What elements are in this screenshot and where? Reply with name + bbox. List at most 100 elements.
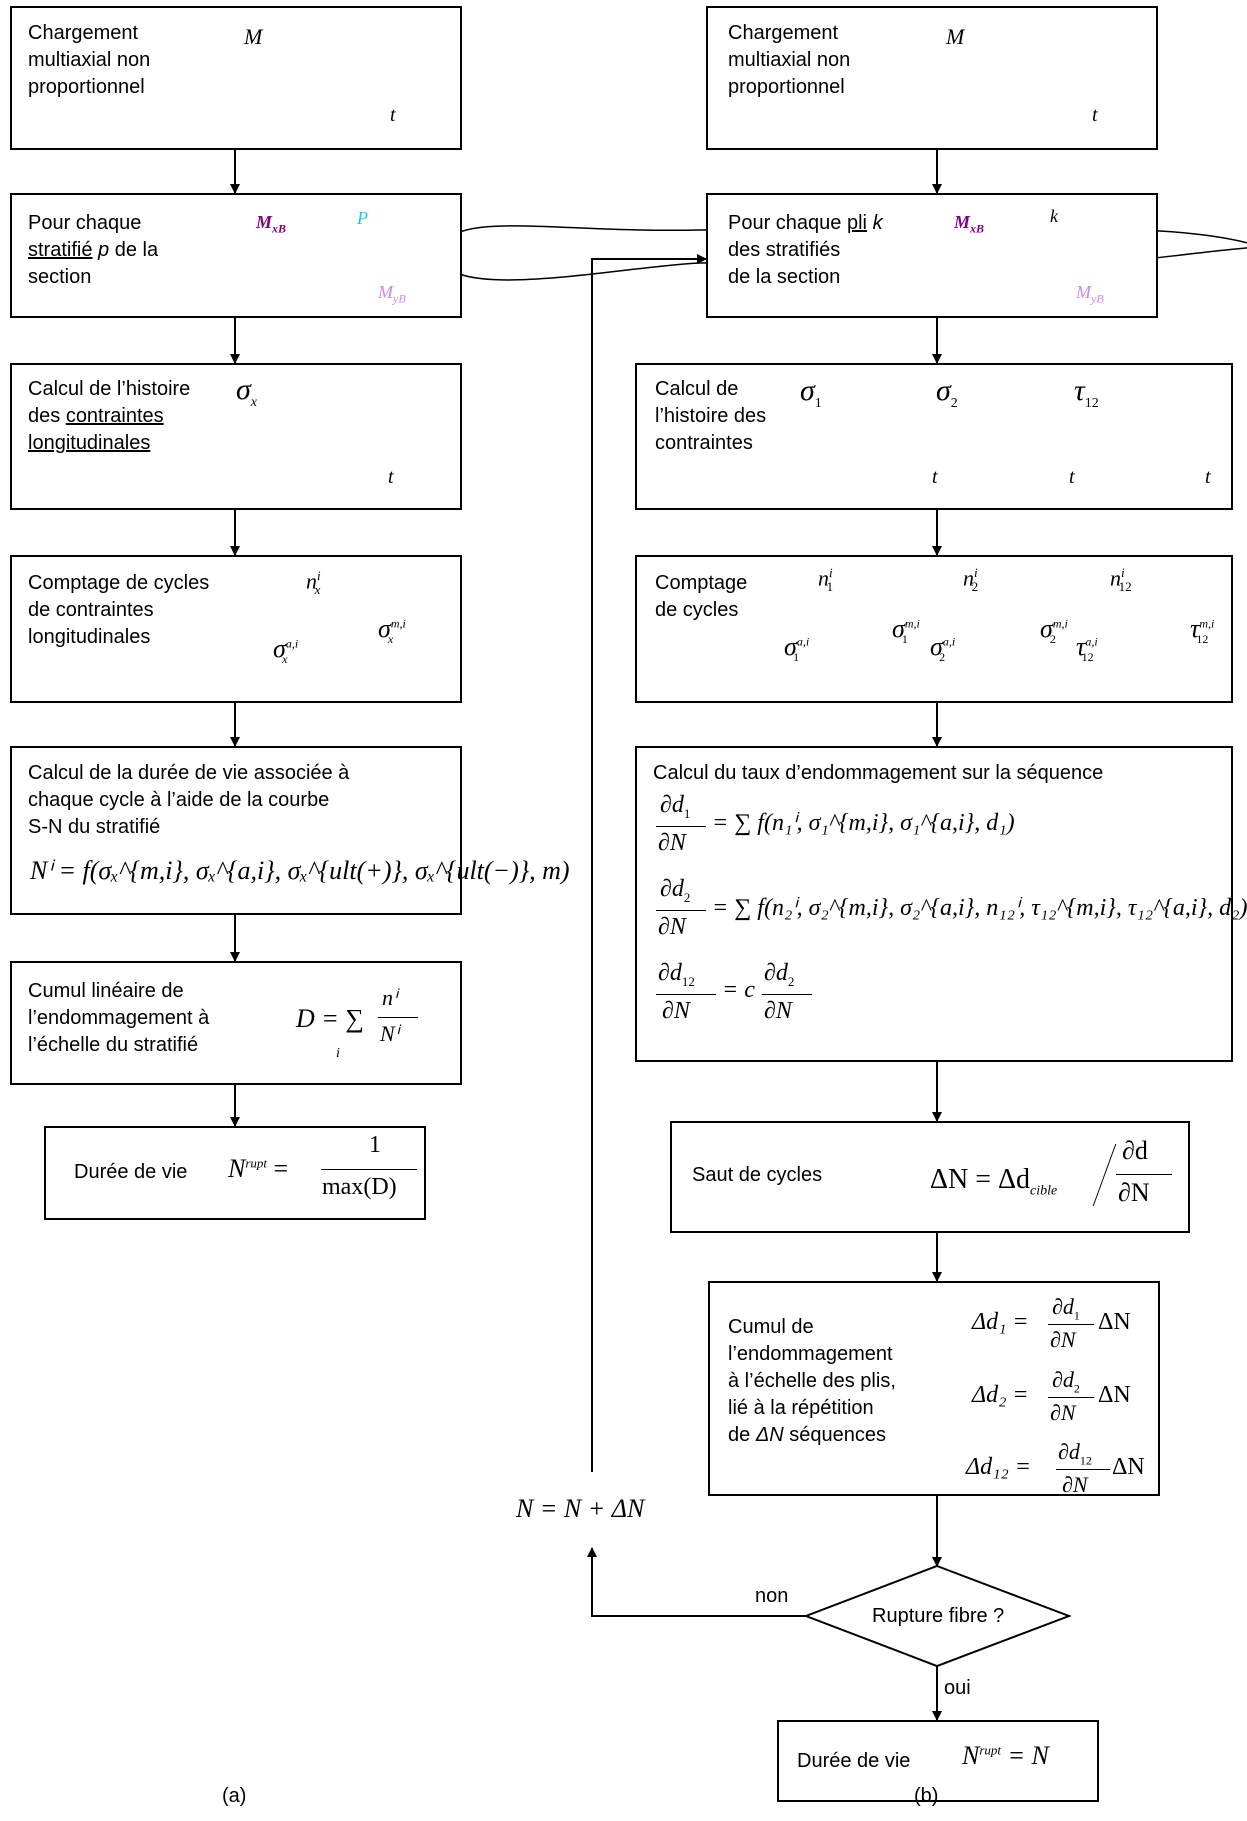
delta-d1-lhs: Δd₁ = xyxy=(972,1309,1029,1335)
loop-arrow-right xyxy=(591,254,707,1472)
left-n-label: nix xyxy=(306,568,321,597)
left-sigma-a-label: σa,ix xyxy=(273,634,299,667)
loop-update-label: N = N + ΔN xyxy=(516,1494,645,1523)
sigma1-a-label: σa,i1 xyxy=(784,632,810,665)
ply-damage-line2: l’endommagement xyxy=(728,1343,893,1365)
right-k-label: k xyxy=(1050,206,1058,226)
yes-label: oui xyxy=(944,1677,971,1699)
right-count-line2: de cycles xyxy=(655,599,739,621)
left-stress-line3: longitudinales xyxy=(28,432,151,454)
eq3-den: ∂N xyxy=(662,998,690,1024)
sigma2-axis: σ2 xyxy=(936,374,958,411)
delta-d2-bar xyxy=(1048,1397,1094,1398)
left-result-lhs: Nrupt = xyxy=(228,1154,289,1183)
right-load-box xyxy=(706,6,1158,150)
t-axis-1: t xyxy=(932,466,938,488)
left-sigma-x-axis: σx xyxy=(236,373,258,410)
right-stress-box xyxy=(635,363,1233,510)
ply-damage-box xyxy=(708,1281,1160,1496)
eq1-rhs: = ∑ f(n₁ⁱ, σ₁^{m,i}, σ₁^{a,i}, d₁) xyxy=(712,810,1015,836)
right-counting-box xyxy=(635,555,1233,703)
tau12-axis: τ12 xyxy=(1074,374,1099,411)
right-result-box xyxy=(777,1720,1099,1802)
left-load-axis-x: t xyxy=(390,104,396,126)
eq3-rhs: = c xyxy=(722,977,755,1003)
delta-d1-bar xyxy=(1048,1324,1094,1325)
right-damage-rate-box xyxy=(635,746,1233,1062)
left-lam-line3: section xyxy=(28,266,92,288)
t-axis-2: t xyxy=(1069,466,1075,488)
eq3-bar xyxy=(656,994,716,995)
left-P-label: P xyxy=(357,208,368,228)
eq2-den: ∂N xyxy=(658,914,686,940)
eq3-rnum: ∂d2 xyxy=(764,960,795,989)
cycle-jump-num: ∂d xyxy=(1122,1136,1148,1165)
left-load-line1: Chargement xyxy=(28,22,139,44)
left-lam-line2: stratifié p de la xyxy=(28,237,158,264)
decision-diamond xyxy=(803,1564,1072,1668)
eq1-bar xyxy=(656,826,706,827)
ply-damage-line1: Cumul de xyxy=(728,1316,814,1338)
left-life-line3: S-N du stratifié xyxy=(28,816,161,838)
left-result-fraction-bar xyxy=(321,1169,417,1170)
delta-d12-den: ∂N xyxy=(1062,1472,1088,1497)
left-count-line1: Comptage de cycles xyxy=(28,572,210,594)
left-result-box xyxy=(44,1126,426,1220)
tau12-m-label: τm,i12 xyxy=(1190,614,1215,647)
n12-label: ni12 xyxy=(1110,565,1132,594)
eq2-bar xyxy=(656,910,706,911)
eq1-den: ∂N xyxy=(658,830,686,856)
sigma2-m-label: σm,i2 xyxy=(1040,614,1068,647)
left-count-line2: de contraintes xyxy=(28,599,154,621)
caption-a: (a) xyxy=(222,1785,247,1807)
right-load-line2: multiaxial non xyxy=(728,49,851,71)
right-ply-line2: des stratifiés xyxy=(728,239,841,261)
cycle-jump-bar xyxy=(1116,1174,1172,1175)
delta-d12-num: ∂d12 xyxy=(1058,1439,1092,1468)
right-load-axis-x: t xyxy=(1092,104,1098,126)
loop-arrow-up xyxy=(587,1547,806,1617)
left-laminate-box xyxy=(10,193,462,318)
stratifie-link: stratifié xyxy=(28,239,93,261)
left-cumul-lhs: D = ∑ xyxy=(296,1004,364,1033)
right-stress-line2: l’histoire des xyxy=(655,405,767,427)
left-life-formula: Nⁱ = f(σₓ^{m,i}, σₓ^{a,i}, σₓ^{ult(+)}, … xyxy=(30,856,570,885)
right-load-line3: proportionnel xyxy=(728,76,845,98)
eq3-rden: ∂N xyxy=(764,998,792,1024)
right-ply-line1: Pour chaque pli k xyxy=(728,212,883,234)
delta-d12-lhs: Δd₁₂ = xyxy=(966,1454,1031,1480)
left-cumul-num: nⁱ xyxy=(382,985,397,1010)
left-MxB-label: MxB xyxy=(256,212,287,236)
right-ply-box xyxy=(706,193,1158,318)
n2-label: ni2 xyxy=(963,565,979,594)
left-cumul-fraction-bar xyxy=(378,1017,418,1018)
cycle-jump-box xyxy=(670,1121,1190,1233)
ply-damage-line5: de ΔN séquences xyxy=(728,1424,886,1446)
de-la: de la xyxy=(114,239,159,261)
delta-d2-lhs: Δd₂ = xyxy=(972,1382,1029,1408)
left-result-den: max(D) xyxy=(322,1174,397,1200)
right-result-label: Durée de vie xyxy=(797,1750,911,1772)
left-load-line3: proportionnel xyxy=(28,76,145,98)
right-count-line1: Comptage xyxy=(655,572,748,594)
right-MxB-label: MxB xyxy=(954,212,985,236)
cycle-jump-label: Saut de cycles xyxy=(692,1164,823,1186)
cycle-jump-formula: ΔN = Δdcible xyxy=(930,1164,1058,1199)
left-result-label: Durée de vie xyxy=(74,1161,188,1183)
n1-label: ni1 xyxy=(818,565,834,594)
delta-d2-tail: ΔN xyxy=(1098,1382,1131,1408)
right-result-formula: Nrupt = N xyxy=(962,1741,1049,1770)
t-axis-3: t xyxy=(1205,466,1211,488)
left-stress-line2: des contraintes xyxy=(28,405,164,427)
delta-d1-den: ∂N xyxy=(1050,1327,1076,1352)
eq1-num: ∂d1 xyxy=(660,792,691,821)
damage-rate-title: Calcul du taux d’endommagement sur la sé… xyxy=(653,762,1104,784)
left-lam-line1: Pour chaque xyxy=(28,212,142,234)
delta-d2-num: ∂d2 xyxy=(1052,1367,1080,1396)
left-stress-box xyxy=(10,363,462,510)
right-stress-line3: contraintes xyxy=(655,432,753,454)
left-cumul-line3: l’échelle du stratifié xyxy=(28,1034,199,1056)
no-label: non xyxy=(755,1585,789,1607)
delta-d1-tail: ΔN xyxy=(1098,1309,1131,1335)
left-life-line2: chaque cycle à l’aide de la courbe xyxy=(28,789,330,811)
